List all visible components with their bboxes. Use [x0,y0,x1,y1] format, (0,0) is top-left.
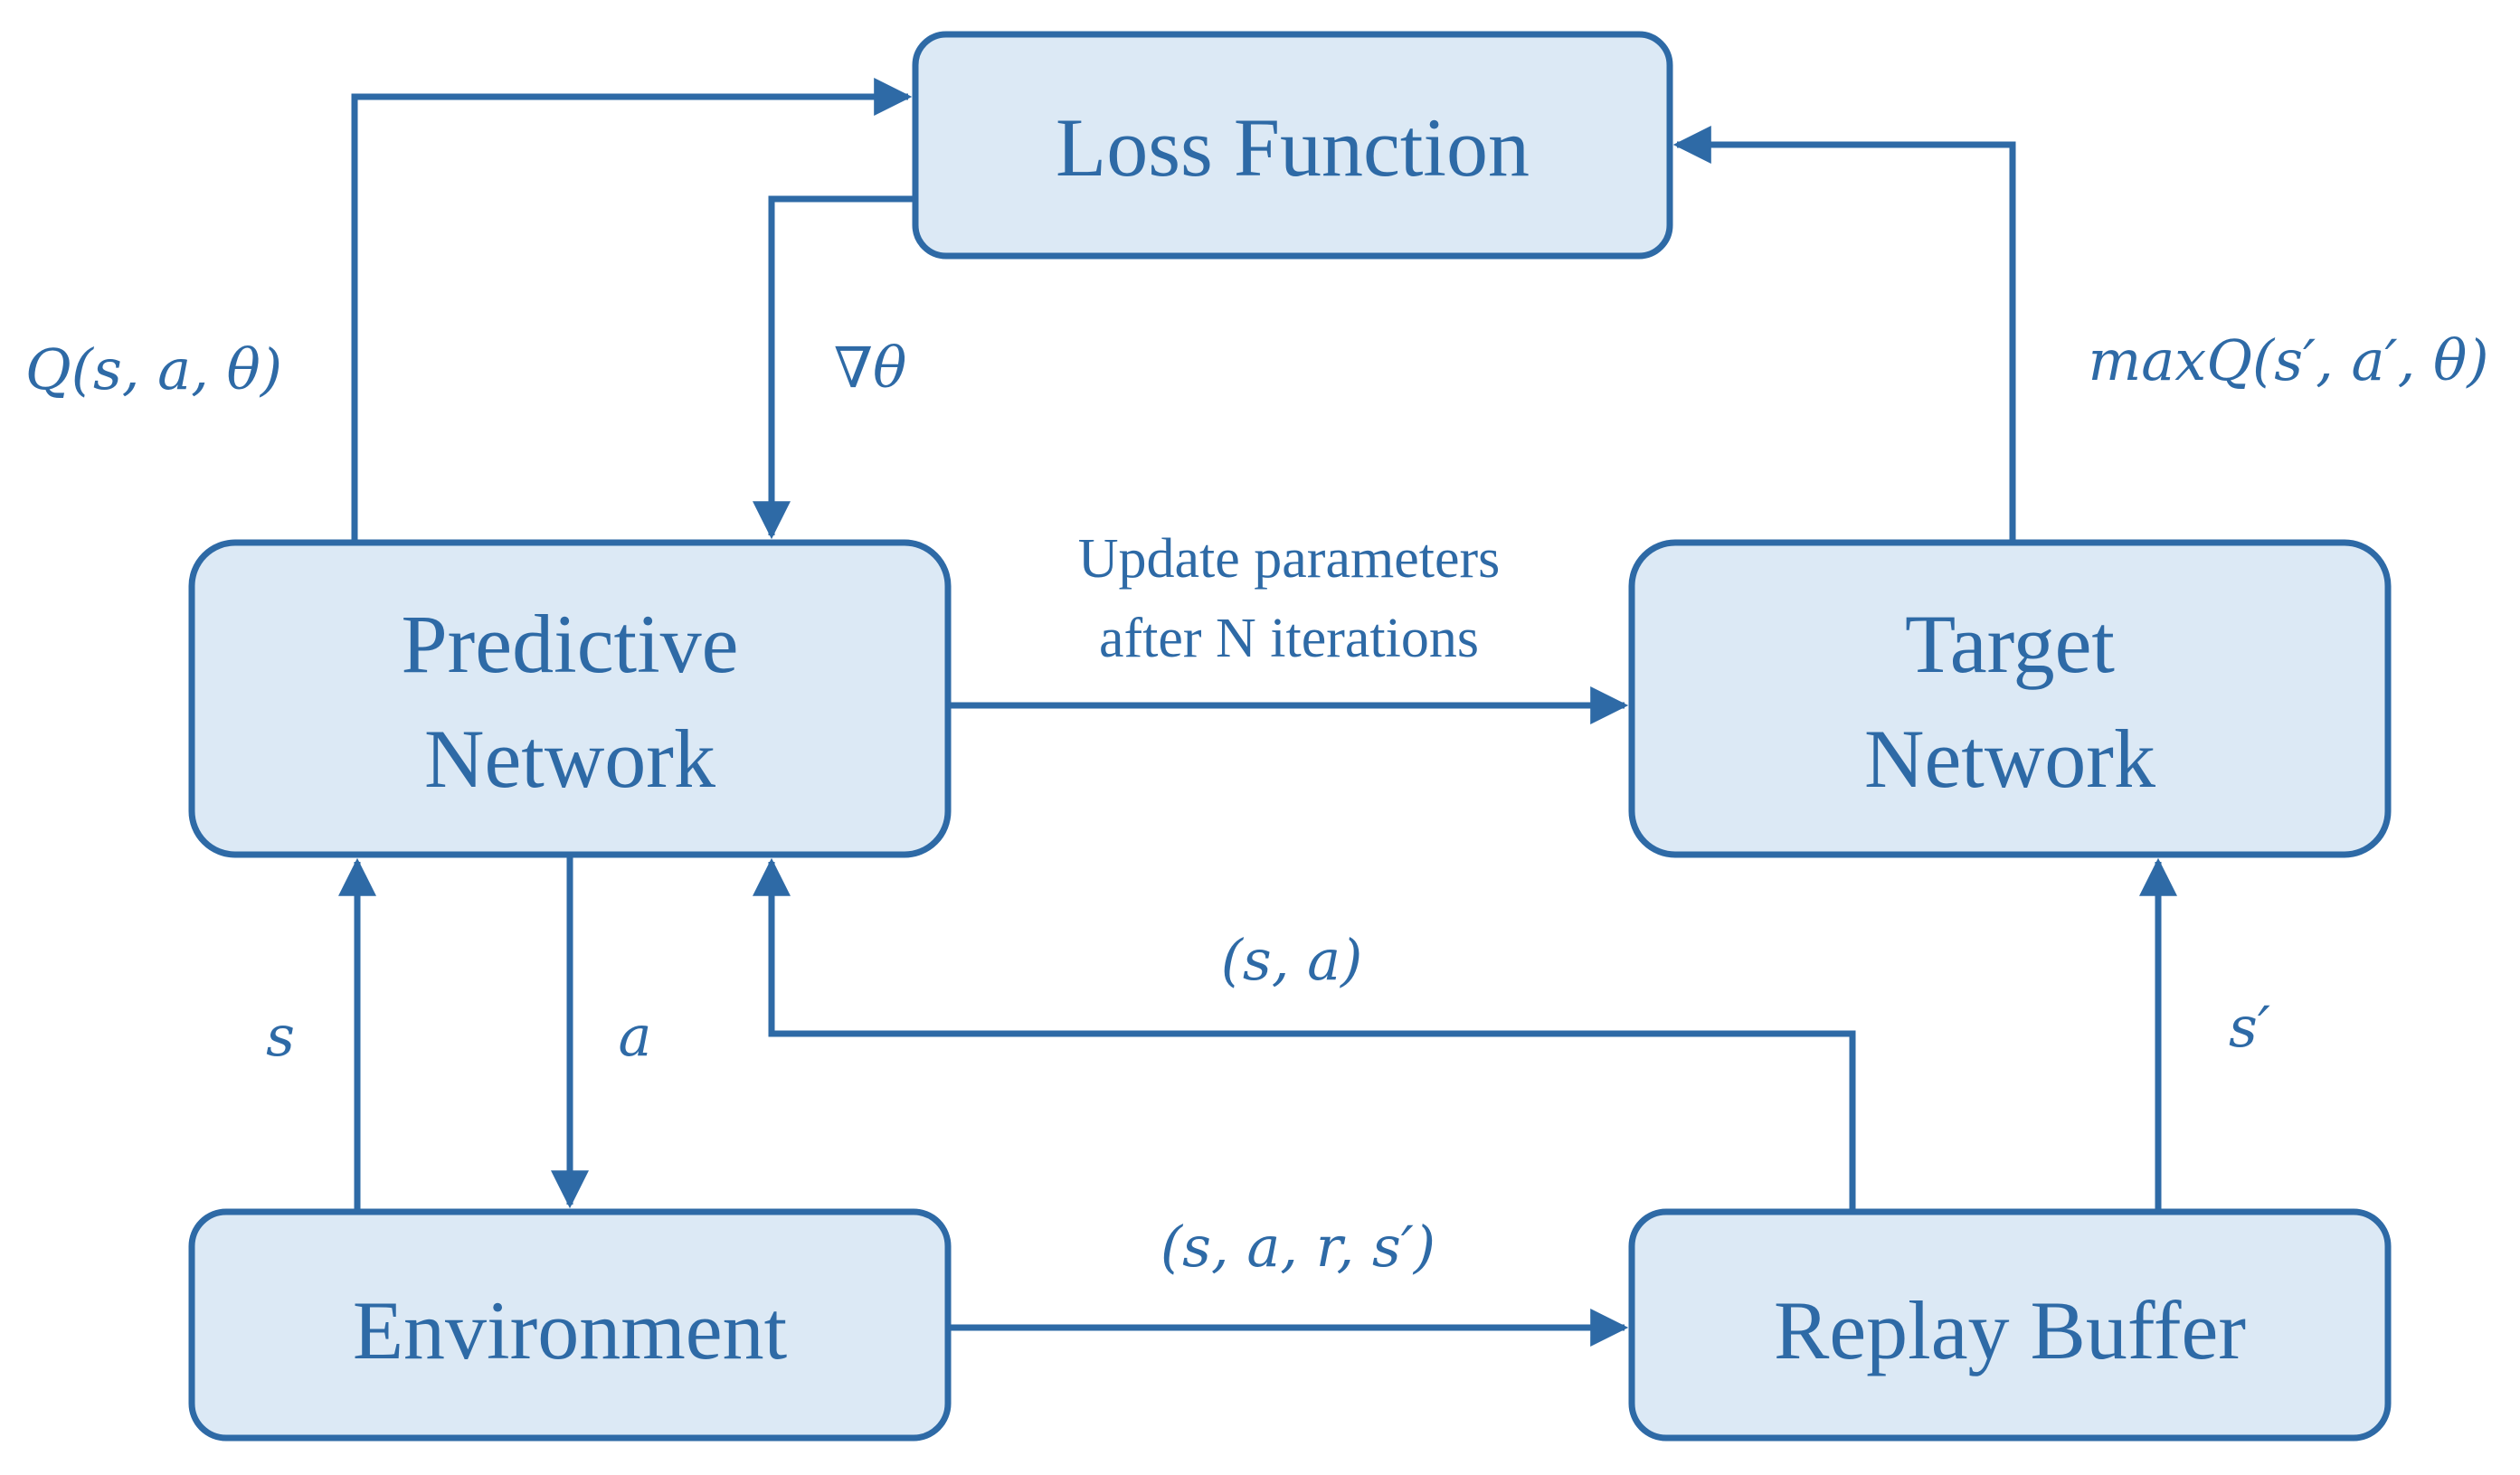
predictive-network-label-line2: Network [424,713,715,805]
gradient-label: ∇θ [834,335,907,401]
environment-label: Environment [353,1284,788,1376]
state-label: s [266,1003,295,1069]
target-network-label-line1: Target [1905,598,2115,690]
state-action-label: (s, a) [1221,927,1363,993]
update-note-line1: Update parameters [1078,528,1500,590]
gradient-arrow [753,195,915,540]
target-network-label-line2: Network [1864,713,2155,805]
update-note-line2: after N iterations [1099,608,1479,669]
q-value-label: Q(s, a, θ) [25,336,282,402]
predictive-network-box [188,539,952,858]
next-state-label: s′ [2229,994,2270,1060]
state-action-arrow [753,857,1856,1212]
max-q-label: maxQ(s′, a′, θ) [2088,327,2488,393]
max-q-arrow [1672,126,2016,543]
action-label: a [619,1003,652,1069]
target-network-box [1628,539,2392,858]
transition-label: (s, a, r, s′) [1161,1214,1435,1280]
loss-function-label: Loss Function [1056,101,1530,194]
loss-function-box [912,31,1673,260]
predictive-network-label-line1: Predictive [402,598,739,690]
replay-buffer-box [1628,1208,2392,1442]
q-value-arrow [351,78,913,543]
replay-buffer-label: Replay Buffer [1774,1284,2246,1376]
